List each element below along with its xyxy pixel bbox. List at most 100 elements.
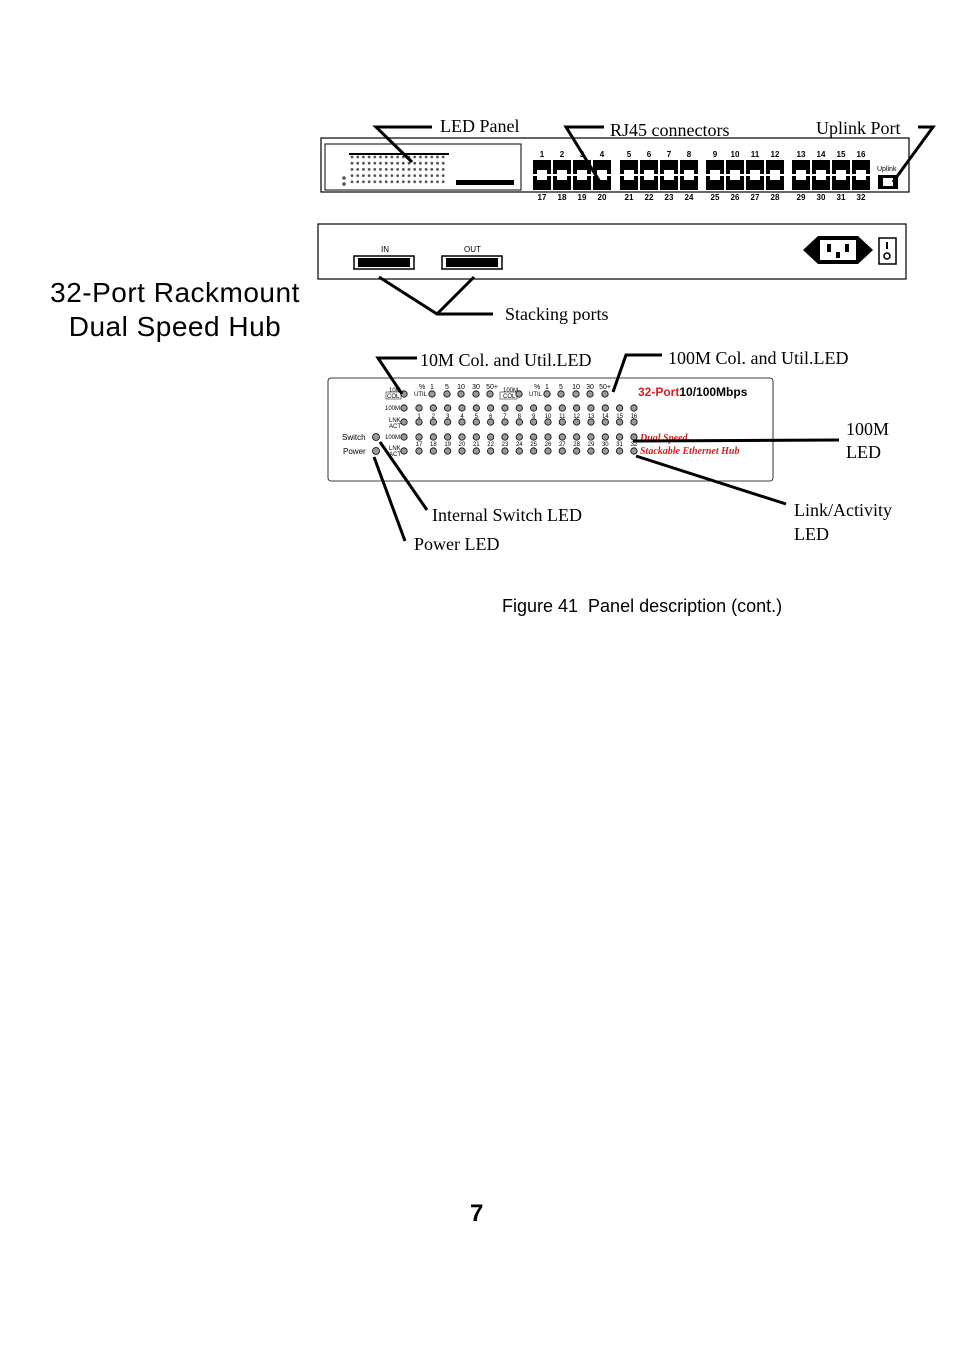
svg-text:30: 30 [472, 384, 480, 391]
label-rj45: RJ45 connectors [610, 120, 730, 140]
svg-text:6: 6 [489, 414, 493, 420]
label-linkact-line1: Link/Activity [794, 500, 892, 520]
port-number: 32 [857, 193, 866, 202]
svg-text:50+: 50+ [599, 384, 611, 391]
port-number: 2 [560, 150, 565, 159]
svg-text:50+: 50+ [486, 384, 498, 391]
port-number: 17 [538, 193, 547, 202]
svg-text:4: 4 [460, 414, 464, 420]
svg-text:5: 5 [475, 414, 479, 420]
brand-black: 10/100Mbps [679, 385, 747, 399]
svg-text:%: % [419, 384, 425, 391]
port-number: 12 [771, 150, 780, 159]
label-uplink: Uplink Port [816, 118, 901, 138]
label-col100: 100M Col. and Util.LED [668, 348, 849, 368]
svg-text:1: 1 [417, 414, 421, 420]
callout-lines [372, 125, 936, 542]
svg-text:2: 2 [432, 414, 436, 420]
port-number: 13 [797, 150, 806, 159]
svg-text:UTIL: UTIL [414, 392, 428, 398]
port-number: 21 [625, 193, 634, 202]
rj45-top-row [533, 160, 870, 174]
label-led-panel: LED Panel [440, 116, 520, 136]
svg-text:COL: COL [387, 394, 400, 400]
out-label: OUT [464, 245, 481, 254]
svg-text:30: 30 [602, 442, 609, 448]
svg-text:24: 24 [516, 442, 523, 448]
svg-text:17: 17 [416, 442, 423, 448]
svg-text:26: 26 [545, 442, 552, 448]
svg-text:22: 22 [487, 442, 494, 448]
port-number: 4 [600, 150, 605, 159]
svg-text:1: 1 [545, 384, 549, 391]
svg-text:20: 20 [459, 442, 466, 448]
power-text: Power [343, 447, 366, 456]
port-number: 31 [837, 193, 846, 202]
switch-led [372, 433, 380, 441]
port-number: 28 [771, 193, 780, 202]
col10-text: 10M [389, 388, 401, 394]
port-number: 23 [665, 193, 674, 202]
label-power-led: Power LED [414, 534, 500, 554]
svg-text:21: 21 [473, 442, 480, 448]
mini-brand-strip [456, 180, 514, 185]
power-led [372, 447, 380, 455]
port-number: 9 [713, 150, 718, 159]
port-number: 11 [751, 150, 760, 159]
tagline2: Stackable Ethernet Hub [640, 446, 739, 457]
svg-text:100M: 100M [385, 435, 400, 441]
svg-text:100M: 100M [503, 388, 518, 394]
port-number: 20 [598, 193, 607, 202]
svg-text:100M: 100M [385, 406, 400, 412]
mini-led-panel [342, 153, 449, 186]
port-number: 14 [817, 150, 826, 159]
svg-text:5: 5 [445, 384, 449, 391]
svg-text:UTIL: UTIL [529, 392, 543, 398]
label-100m-line1: 100M [846, 419, 890, 439]
page-number: 7 [470, 1200, 484, 1227]
port-number: 24 [685, 193, 694, 202]
svg-text:23: 23 [502, 442, 509, 448]
tagline1: Dual Speed [639, 433, 689, 444]
rear-panel: IN OUT [317, 223, 907, 280]
svg-text:15: 15 [616, 414, 623, 420]
switch-text: Switch [342, 433, 366, 442]
port-number: 26 [731, 193, 740, 202]
svg-text:25: 25 [530, 442, 537, 448]
svg-text:11: 11 [559, 414, 566, 420]
power-switch-icon [878, 237, 897, 265]
svg-text:3: 3 [446, 414, 450, 420]
svg-text:ACT: ACT [389, 452, 401, 458]
svg-text:8: 8 [518, 414, 522, 420]
port-number: 29 [797, 193, 806, 202]
port-number: 22 [645, 193, 654, 202]
port-number: 1 [540, 150, 545, 159]
svg-text:28: 28 [573, 442, 580, 448]
port-number: 10 [731, 150, 740, 159]
svg-text:1: 1 [430, 384, 434, 391]
svg-text:32: 32 [631, 442, 638, 448]
label-stacking: Stacking ports [505, 304, 609, 324]
svg-text:18: 18 [430, 442, 437, 448]
port-number: 8 [687, 150, 692, 159]
label-100m-line2: LED [846, 442, 881, 462]
svg-text:16: 16 [631, 414, 638, 420]
svg-text:27: 27 [559, 442, 566, 448]
svg-text:14: 14 [602, 414, 609, 420]
svg-text:7: 7 [503, 414, 507, 420]
port-number: 5 [627, 150, 632, 159]
port-number: 19 [578, 193, 587, 202]
svg-text:LNK: LNK [389, 418, 401, 424]
port-number: 16 [857, 150, 866, 159]
port-number: 30 [817, 193, 826, 202]
svg-text:10: 10 [545, 414, 552, 420]
uplink-text: Uplink [877, 166, 897, 173]
svg-text:ACT: ACT [389, 424, 401, 430]
svg-text:LNK: LNK [389, 446, 401, 452]
svg-text:%: % [534, 384, 540, 391]
svg-text:30: 30 [586, 384, 594, 391]
svg-text:10: 10 [457, 384, 465, 391]
